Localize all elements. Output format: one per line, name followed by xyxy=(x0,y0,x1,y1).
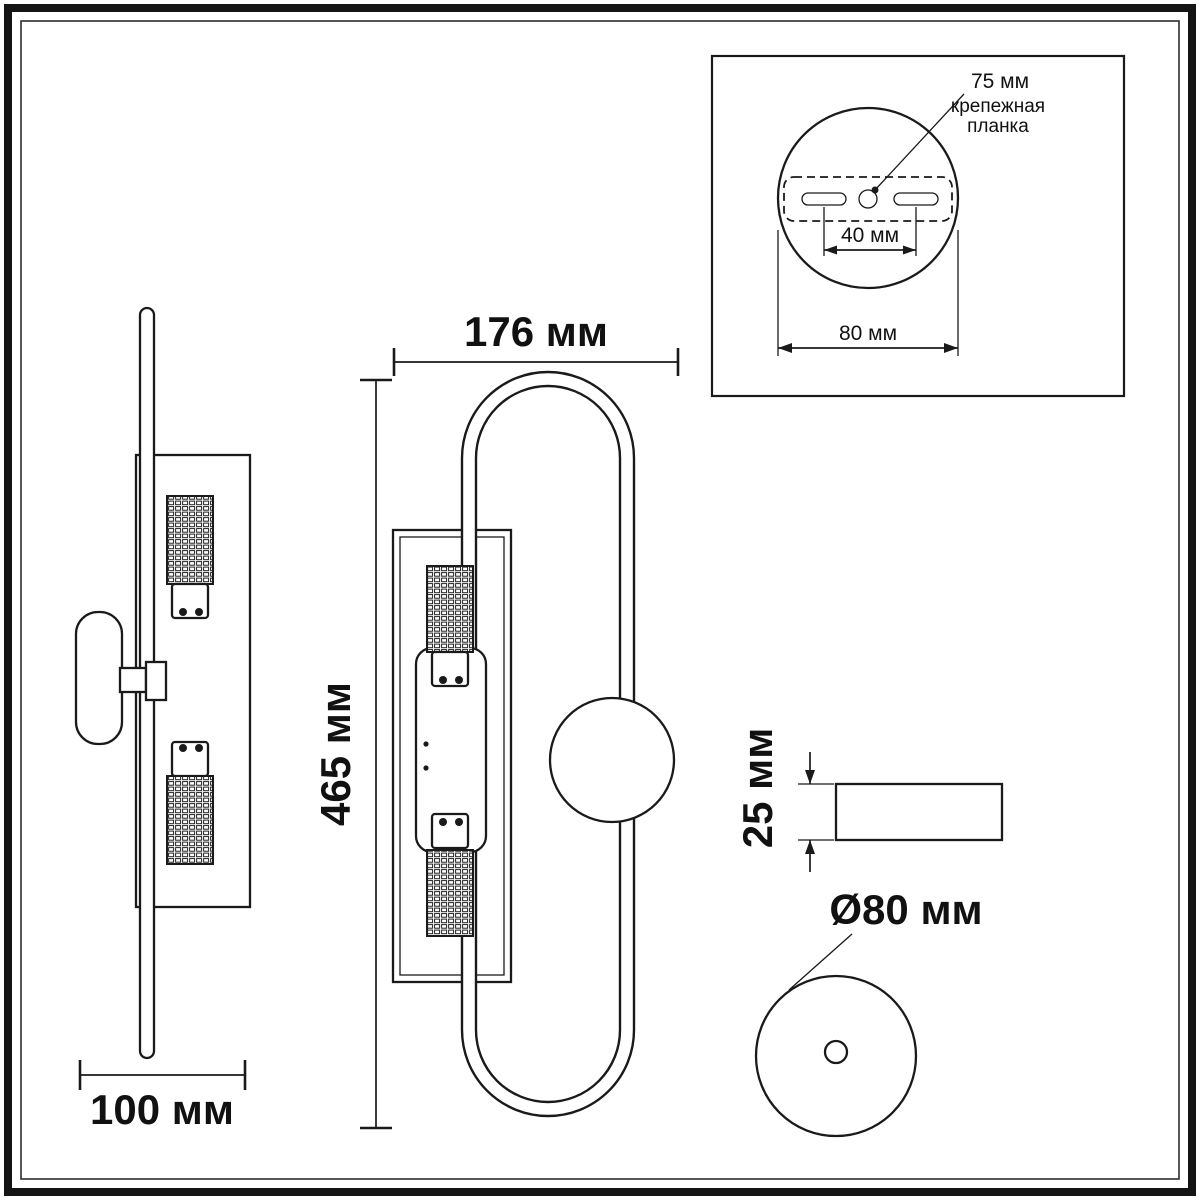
mounting-detail-inset: 75 мм крепежная планка 40 мм 80 мм xyxy=(710,54,1126,398)
dimension-inset-base-width: 80 мм xyxy=(777,230,959,356)
dim-front-width-label: 176 мм xyxy=(464,308,608,355)
dim-front-height-label: 465 мм xyxy=(312,682,359,826)
side-hub xyxy=(144,660,168,702)
mounting-slot-right xyxy=(893,192,939,206)
dim-plate-thickness-label: 25 мм xyxy=(734,728,781,849)
side-shade-upper xyxy=(166,495,214,585)
inset-base-width-label: 80 мм xyxy=(839,322,897,345)
front-view: 176 мм 465 мм xyxy=(312,308,680,1130)
base-bottom-view: Ø80 мм xyxy=(754,886,983,1138)
front-socket-lower xyxy=(430,812,470,850)
inset-plate-name-line2: планка xyxy=(967,116,1029,137)
leader-line xyxy=(874,93,965,191)
side-bracket xyxy=(118,666,148,694)
center-hole xyxy=(858,189,878,209)
dim-side-width-label: 100 мм xyxy=(90,1086,234,1133)
base-circle xyxy=(754,974,918,1138)
mounting-base-circle xyxy=(776,106,960,290)
dim-base-diameter-label: Ø80 мм xyxy=(829,886,982,933)
inner-frame xyxy=(20,20,1180,1180)
base-leader-line xyxy=(788,933,853,991)
inset-plate-name-line1: крепежная xyxy=(951,96,1045,117)
outer-frame xyxy=(4,4,1196,1196)
inset-hole-spacing-label: 40 мм xyxy=(841,224,899,247)
front-shade-lower xyxy=(426,849,474,937)
mounting-slot-left xyxy=(801,192,847,206)
plate-profile-rect xyxy=(834,782,1004,842)
dimension-front-width: 176 мм xyxy=(392,308,680,376)
side-shade-lower xyxy=(166,775,214,865)
drawing-frame xyxy=(4,4,1196,1196)
inset-plate-length-label: 75 мм xyxy=(971,70,1029,93)
mounting-plate-dashed xyxy=(783,176,953,222)
front-tube-loop xyxy=(460,370,636,1118)
front-shade-upper xyxy=(426,565,474,653)
side-view: 100 мм xyxy=(74,306,252,1133)
dimension-hole-spacing: 40 мм xyxy=(823,207,917,256)
front-ball xyxy=(548,696,676,824)
dimension-front-height: 465 мм xyxy=(312,378,392,1130)
side-wall-disc xyxy=(74,610,124,746)
inset-box xyxy=(710,54,1126,398)
dimension-plate-thickness: 25 мм xyxy=(734,728,834,872)
base-center-hole xyxy=(823,1039,849,1065)
dimension-side-width: 100 мм xyxy=(78,1060,247,1133)
front-backplate-inner xyxy=(399,536,505,976)
plate-profile-view: 25 мм xyxy=(734,728,1004,872)
